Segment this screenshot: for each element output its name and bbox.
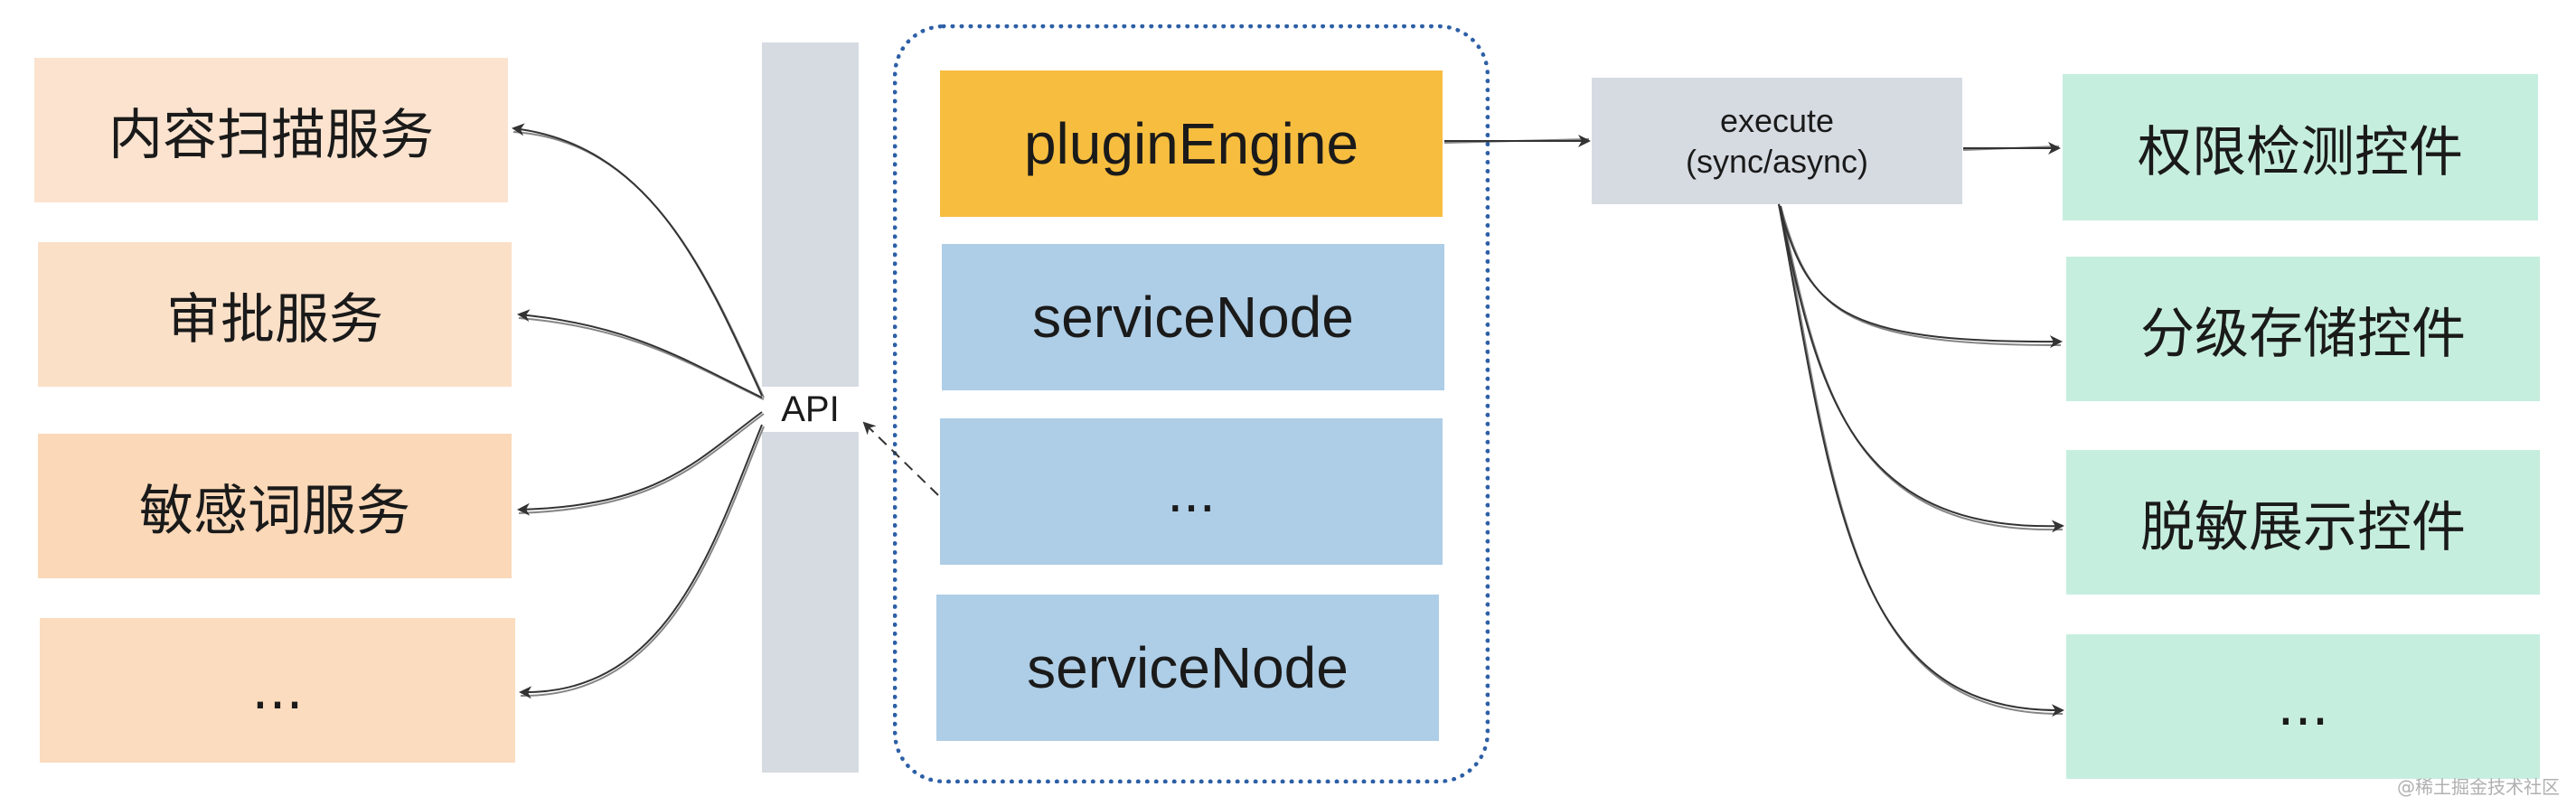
execute-line2: (sync/async) (1685, 143, 1869, 180)
service-sensitive-words: 敏感词服务 (38, 434, 512, 578)
control-tiered-storage: 分级存储控件 (2066, 257, 2540, 401)
node-label: serviceNode (1032, 285, 1354, 350)
node-label: serviceNode (1027, 635, 1349, 700)
api-label: API (762, 387, 859, 432)
plugin-container-frame (893, 24, 1490, 783)
arrow-api-to-approval (517, 309, 763, 398)
arrow-execute-to-more (1778, 203, 2064, 717)
execute-line1: execute (1719, 102, 1835, 139)
service-approval: 审批服务 (38, 242, 512, 387)
control-label: 脱敏展示控件 (2140, 495, 2466, 559)
arrow-execute-to-storage (1778, 203, 2063, 349)
control-label: 权限检测控件 (2138, 120, 2463, 184)
control-desensitized-display: 脱敏展示控件 (2066, 450, 2540, 595)
control-more: ... (2066, 634, 2540, 779)
arrow-api-to-content-scan (512, 123, 763, 397)
node-service-node-2: serviceNode (936, 595, 1439, 741)
control-label: ... (2277, 675, 2329, 738)
node-more: ... (940, 418, 1443, 565)
arrow-api-to-sensitive (517, 411, 763, 516)
control-label: 分级存储控件 (2140, 302, 2466, 366)
arrow-api-to-more (519, 424, 763, 699)
service-label: 敏感词服务 (139, 479, 410, 543)
node-service-node-1: serviceNode (942, 244, 1444, 390)
node-label: pluginEngine (1023, 111, 1359, 176)
node-label: ... (1167, 459, 1216, 524)
execute-box: execute (sync/async) (1592, 78, 1962, 204)
service-label: ... (251, 659, 304, 722)
service-more: ... (40, 618, 515, 763)
control-permission-check: 权限检测控件 (2063, 74, 2538, 220)
service-label: 内容扫描服务 (108, 103, 434, 167)
service-label: 审批服务 (166, 287, 383, 351)
node-plugin-engine: pluginEngine (940, 70, 1443, 217)
watermark: @稀土掘金技术社区 (2397, 776, 2560, 798)
service-content-scan: 内容扫描服务 (34, 58, 508, 202)
arrow-node-to-api (862, 421, 939, 496)
